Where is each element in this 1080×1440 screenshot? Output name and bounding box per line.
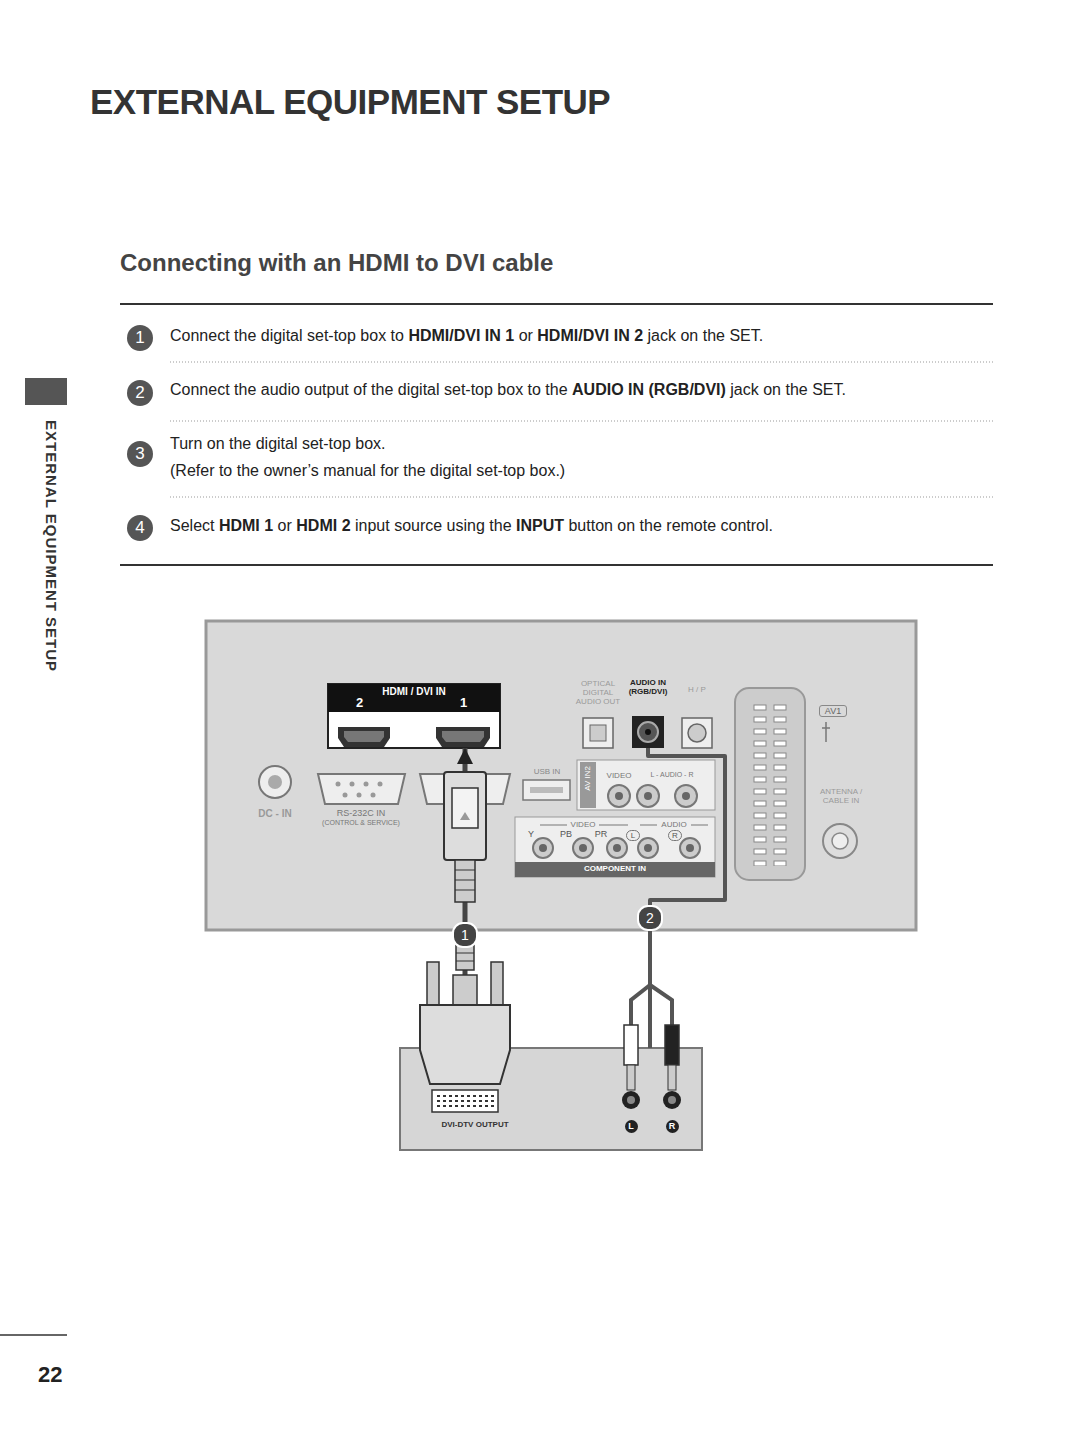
port-label: AV IN2 (581, 766, 595, 791)
port-label: AUDIO (657, 820, 691, 829)
step-text: Select HDMI 1 or HDMI 2 input source usi… (170, 516, 773, 536)
step-number: 2 (127, 380, 153, 406)
port-label: RS-232C IN (326, 808, 396, 818)
node-text: HDMI / DVI IN (328, 686, 500, 697)
port-label: H / P (682, 685, 712, 694)
node-text: 1 (460, 695, 467, 710)
step-run: or (519, 327, 533, 344)
port-label: COMPONENT IN (565, 864, 665, 873)
side-tab-label: EXTERNAL EQUIPMENT SETUP (44, 420, 59, 672)
page-title: EXTERNAL EQUIPMENT SETUP (90, 82, 610, 122)
step-keyword: HDMI/DVI IN 1 (408, 327, 514, 344)
audio-cable (648, 748, 725, 1048)
step-run: Select (170, 517, 214, 534)
port-label: L (626, 830, 640, 841)
node-text: 2 (356, 695, 363, 710)
port-label: PR (593, 829, 609, 839)
set-top-box: DVI-DTV OUTPUT (400, 1048, 702, 1150)
node-text: DVI-DTV OUTPUT (410, 1120, 540, 1129)
port-label: VIDEO (567, 820, 599, 829)
port-label: PB (558, 829, 574, 839)
step-run: (Refer to the owner’s manual for the dig… (170, 462, 565, 479)
port-label: ANTENNA / CABLE IN (810, 787, 872, 805)
port-label: USB IN (527, 767, 567, 776)
step-keyword: INPUT (516, 517, 564, 534)
step-keyword: AUDIO IN (RGB/DVI) (572, 381, 726, 398)
callout-number: 2 (637, 905, 663, 931)
step-text: Connect the digital set-top box to HDMI/… (170, 326, 763, 346)
step-keyword: HDMI/DVI IN 2 (537, 327, 643, 344)
step-run: or (278, 517, 292, 534)
step-run: button on the remote control. (568, 517, 773, 534)
port-label: OPTICAL DIGITAL AUDIO OUT (572, 679, 624, 707)
audio-input-jack: AUDIO IN (RGB/DVI) (622, 678, 674, 748)
step-keyword: HDMI 2 (296, 517, 350, 534)
rules (0, 304, 993, 1335)
step-number: 4 (127, 515, 153, 541)
rca-plugs (622, 985, 681, 1109)
port-label: VIDEO (604, 771, 634, 780)
port-label: Y (525, 829, 537, 839)
step-run: jack on the SET. (730, 381, 846, 398)
step-run: jack on the SET. (648, 327, 764, 344)
callout-number: 1 (452, 922, 478, 948)
dvi-plug (420, 962, 510, 1112)
node-text: AUDIO IN (RGB/DVI) (622, 678, 674, 696)
port-label: DC - IN (248, 808, 302, 820)
port-label: L - AUDIO - R (639, 771, 705, 779)
step-run: Connect the audio output of the digital … (170, 381, 568, 398)
step-number: 3 (127, 441, 153, 467)
section-heading: Connecting with an HDMI to DVI cable (120, 249, 553, 277)
jack-label: R (666, 1120, 679, 1133)
page-number: 22 (38, 1362, 62, 1387)
step-run: input source using the (355, 517, 512, 534)
tv-back-panel (206, 621, 916, 930)
step-text: (Refer to the owner’s manual for the dig… (170, 461, 565, 481)
step-run: Turn on the digital set-top box. (170, 435, 386, 452)
step-text: Turn on the digital set-top box. (170, 434, 386, 454)
step-run: Connect the digital set-top box to (170, 327, 404, 344)
step-number: 1 (127, 325, 153, 351)
hdmi-plug (444, 772, 486, 970)
port-label: (CONTROL & SERVICE) (309, 819, 413, 827)
port-label: R (668, 830, 682, 841)
hdmi-dvi-input-box: HDMI / DVI IN2 1 (328, 684, 500, 748)
jack-label: L (625, 1120, 638, 1133)
port-label: AV1 (819, 705, 847, 717)
step-keyword: HDMI 1 (219, 517, 273, 534)
step-text: Connect the audio output of the digital … (170, 380, 846, 400)
